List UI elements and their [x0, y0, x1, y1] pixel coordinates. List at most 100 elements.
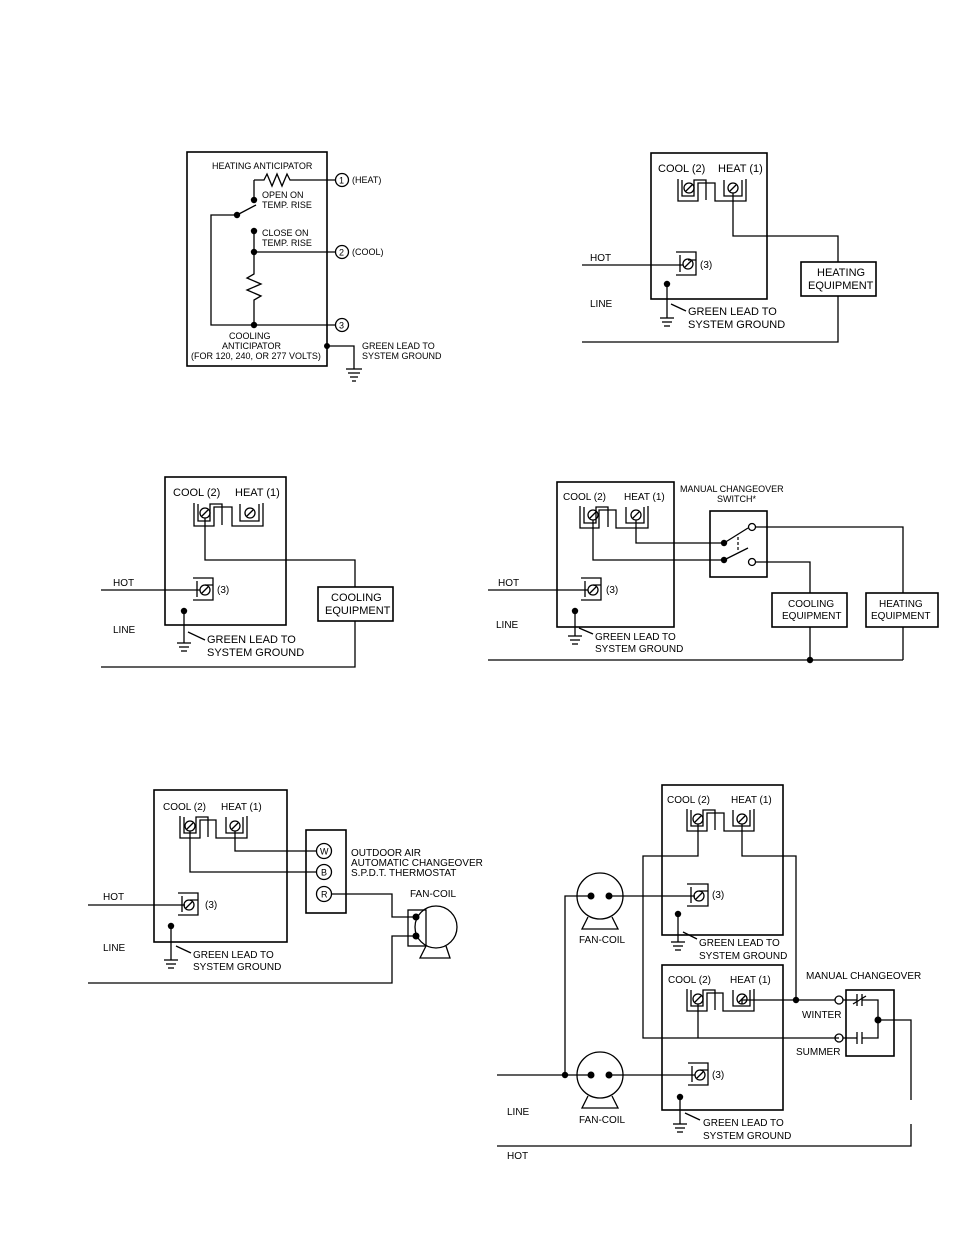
ground-label-line1: GREEN LEAD TO — [703, 1118, 784, 1129]
winter-label: WINTER — [802, 1010, 841, 1021]
close-on-label: CLOSE ON — [262, 228, 309, 238]
cool-terminal-label: COOL (2) — [658, 163, 705, 175]
line-wire — [582, 296, 839, 343]
r-terminal — [315, 885, 333, 903]
winter-loop-wire — [741, 824, 835, 1001]
thermostat-label-2: AUTOMATIC CHANGEOVER — [351, 858, 483, 869]
thermostat-label-3: S.P.D.T. THERMOSTAT — [351, 868, 456, 879]
thermostat-outline — [164, 476, 287, 626]
terminal-1 — [334, 172, 350, 188]
cooling-equipment-label-1: COOLING — [331, 592, 382, 604]
svg-text:1: 1 — [339, 176, 344, 186]
fancoil-top-label: FAN-COIL — [579, 935, 626, 946]
terminal-3-label: (3) — [712, 1070, 724, 1081]
cool-terminal-label: COOL (2) — [563, 492, 606, 503]
svg-text:B: B — [321, 868, 327, 878]
line-wire — [88, 935, 413, 984]
manual-changeover-diagram: COOL (2) HEAT (1) (3) HOT LINE MANUAL CH… — [488, 481, 939, 664]
ground-label-line1: GREEN LEAD TO — [207, 634, 296, 646]
ground-label-line2: SYSTEM GROUND — [207, 647, 304, 659]
thermostat-top-outline — [661, 784, 784, 936]
winter-terminal — [834, 995, 844, 1005]
heating-equipment-label-1: HEATING — [817, 267, 865, 279]
cool-terminal-label: COOL (2) — [173, 487, 220, 499]
thermostat-label-1: OUTDOOR AIR — [351, 848, 421, 859]
hot-label: HOT — [103, 892, 124, 903]
r-wire — [332, 893, 413, 918]
ground-label-line1: GREEN LEAD TO — [688, 306, 777, 318]
summer-loop-wire — [642, 824, 839, 1039]
cool-terminal-label: COOL (2) — [667, 795, 710, 806]
cool-wire — [204, 518, 356, 587]
cool-wire — [592, 520, 724, 561]
ground-label-line2: SYSTEM GROUND — [703, 1131, 791, 1142]
terminal-3-label: (3) — [606, 585, 618, 596]
heat-terminal-label: HEAT (1) — [221, 802, 262, 813]
hot-feed-wire — [878, 1019, 912, 1100]
cool-screw-icon — [683, 182, 695, 194]
thermostat-outline — [556, 481, 675, 628]
switch-contact — [250, 196, 258, 204]
terminal-3 — [334, 317, 350, 333]
heating-supply-wire — [756, 526, 904, 593]
heating-equipment-label-2: EQUIPMENT — [808, 280, 874, 292]
hot-wire — [497, 1124, 912, 1147]
svg-text:3: 3 — [339, 321, 344, 331]
heat-terminal-label: HEAT (1) — [718, 163, 763, 175]
line-label: LINE — [103, 943, 126, 954]
changeover-switch-box — [709, 510, 768, 578]
w-terminal — [315, 842, 333, 860]
heating-anticipator-resistor — [254, 172, 336, 188]
fancoil-motor-icon — [414, 905, 458, 949]
ground-label-line1: GREEN LEAD TO — [193, 950, 274, 961]
cooling-equipment-label-1: COOLING — [788, 599, 834, 610]
ground-label-line2: SYSTEM GROUND — [595, 644, 683, 655]
manual-changeover-box — [845, 989, 895, 1057]
svg-text:R: R — [321, 890, 328, 900]
cooling-supply-wire — [756, 561, 811, 593]
terminal-3-label: (3) — [205, 900, 217, 911]
terminal-bracket — [677, 179, 747, 202]
fancoil-bottom-label: FAN-COIL — [579, 1115, 626, 1126]
switch-blade — [236, 204, 257, 216]
line-label: LINE — [113, 625, 136, 636]
heat-screw-icon — [244, 507, 256, 519]
fancoil-label: FAN-COIL — [410, 889, 457, 900]
heat-wire — [732, 193, 839, 262]
svg-text:W: W — [320, 847, 329, 857]
open-temp-rise-label: TEMP. RISE — [262, 200, 312, 210]
heating-equipment-label-2: EQUIPMENT — [871, 611, 930, 622]
heat-terminal-label: HEAT (1) — [624, 492, 665, 503]
summer-label: SUMMER — [796, 1047, 840, 1058]
cool-terminal-label: COOL (2) — [163, 802, 206, 813]
heating-only-diagram: COOL (2) HEAT (1) (3) HOT LINE HEATING E… — [582, 152, 877, 343]
line-wire — [101, 621, 356, 668]
switch-blade-bottom — [723, 547, 749, 561]
fancoil-base — [418, 945, 451, 959]
line-label: LINE — [590, 299, 613, 310]
heat-terminal-label: HEAT (1) — [235, 487, 280, 499]
line-label: LINE — [496, 620, 519, 631]
dual-fancoil-diagram: COOL (2) HEAT (1) (3) COOL (2) HEAT (1) … — [497, 784, 921, 1162]
hot-label: HOT — [113, 578, 134, 589]
cool-wire — [189, 831, 316, 873]
heat-terminal-label: HEAT (1) — [730, 975, 771, 986]
ground-label-line1: GREEN LEAD TO — [595, 632, 676, 643]
fancoil-connector — [407, 909, 427, 947]
manual-changeover-label: MANUAL CHANGEOVER — [806, 971, 921, 982]
cooling-only-diagram: COOL (2) HEAT (1) (3) HOT LINE COOLING E… — [101, 476, 394, 668]
terminal-bracket — [193, 503, 264, 527]
svg-text:2: 2 — [339, 248, 344, 258]
terminal-3-screw-icon — [682, 258, 694, 270]
hot-label: HOT — [498, 578, 519, 589]
switch-label-2: SWITCH* — [717, 494, 756, 504]
schematic-diagram: HEATING ANTICIPATOR OPEN ON TEMP. RISE C… — [186, 151, 442, 382]
automatic-changeover-diagram: COOL (2) HEAT (1) (3) HOT LINE W B R OUT… — [88, 789, 483, 984]
switch-label-1: MANUAL CHANGEOVER — [680, 484, 784, 494]
ground-label-line2: SYSTEM GROUND — [362, 351, 442, 361]
heating-equipment-box — [865, 592, 939, 628]
anticipator-label: ANTICIPATOR — [222, 341, 282, 351]
thermostat-outline — [650, 152, 768, 300]
heat-terminal-label: (HEAT) — [352, 175, 381, 185]
b-terminal — [315, 863, 333, 881]
